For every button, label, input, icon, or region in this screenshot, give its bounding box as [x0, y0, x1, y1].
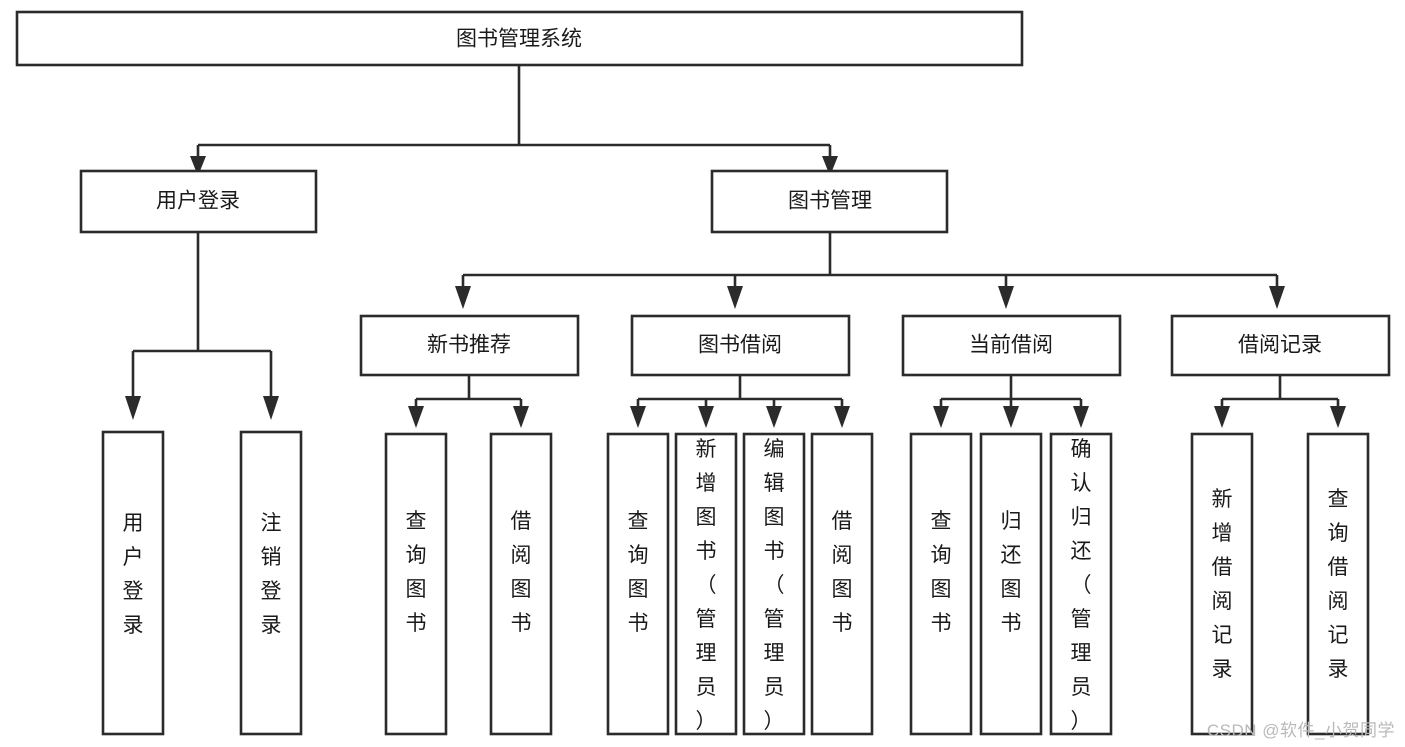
leaf-borrow-book-2-box[interactable] [810, 432, 874, 736]
leaf-query-book-3-box[interactable] [909, 432, 973, 736]
leaf-node[interactable]: 编辑图书（管理员） [742, 432, 806, 736]
node-root[interactable]: 图书管理系统 [15, 10, 1024, 67]
node-book-manage-box[interactable] [710, 169, 949, 234]
arrow-to-leaf-query-book-3 [933, 406, 949, 428]
arrow-to-book-borrow [727, 286, 743, 309]
connector-group-borrow-record-leaves [1214, 375, 1346, 428]
arrow-to-leaf-query-book-2 [630, 406, 646, 428]
arrow-to-new-book [455, 286, 471, 309]
leaf-node[interactable]: 借阅图书 [810, 432, 874, 736]
leaf-borrow-book-2-label: 借阅图书 [832, 510, 853, 635]
arrow-to-leaf-add-book [698, 406, 714, 428]
leaf-node[interactable]: 新增图书（管理员） [674, 432, 738, 736]
node-new-book-recommend-label: 新书推荐 [427, 334, 511, 357]
connector-group-root-to-level2 [190, 65, 838, 176]
connector-group-book-borrow-leaves [630, 375, 850, 428]
connector-user-login-bus [131, 232, 273, 398]
node-new-book-recommend-box[interactable] [359, 314, 580, 377]
connector-book-manage-bus [461, 232, 1279, 288]
leaf-node[interactable]: 归还图书 [979, 432, 1043, 736]
leaf-query-record-label: 查询借阅记录 [1328, 488, 1349, 681]
node-user-login-label: 用户登录 [156, 190, 240, 213]
leaf-query-record-box[interactable] [1306, 432, 1370, 736]
connector-borrow-record-bus [1220, 375, 1340, 408]
arrow-to-leaf-borrow-book-2 [834, 406, 850, 428]
leaf-node[interactable]: 查询图书 [606, 432, 670, 736]
leaf-add-book-label: 新增图书（管理员） [696, 438, 717, 733]
leaf-query-book-2-box[interactable] [606, 432, 670, 736]
leaf-query-book-3-label: 查询图书 [931, 510, 952, 635]
connector-root-bus [196, 65, 832, 158]
connector-current-borrow-bus [939, 375, 1083, 408]
leaf-edit-book-label: 编辑图书（管理员） [764, 438, 785, 733]
leaf-borrow-book-1-label: 借阅图书 [511, 510, 532, 635]
leaf-node[interactable]: 用户登录 [101, 430, 165, 736]
arrow-to-user-login [190, 156, 206, 176]
node-book-manage-label: 图书管理 [788, 190, 872, 213]
connector-group-level2-book-manage [455, 232, 1285, 309]
connector-book-borrow-bus [636, 375, 844, 408]
connector-new-book-bus [414, 375, 523, 408]
arrow-to-leaf-borrow-book-1 [513, 406, 529, 428]
leaf-query-book-1-box[interactable] [384, 432, 448, 736]
leaf-node[interactable]: 查询图书 [909, 432, 973, 736]
node-book-borrow[interactable]: 图书借阅 [630, 314, 851, 377]
node-current-borrow-box[interactable] [901, 314, 1122, 377]
node-current-borrow-label: 当前借阅 [969, 334, 1053, 357]
arrow-to-borrow-record [1269, 286, 1285, 309]
node-borrow-record-label: 借阅记录 [1238, 334, 1322, 357]
node-user-login-box[interactable] [79, 169, 318, 234]
node-borrow-record-box[interactable] [1170, 314, 1391, 377]
arrow-to-leaf-return-book [1003, 406, 1019, 428]
leaf-node[interactable]: 借阅图书 [489, 432, 553, 736]
connector-group-new-book-leaves [408, 375, 529, 428]
leaf-node[interactable]: 新增借阅记录 [1190, 432, 1254, 736]
leaf-node[interactable]: 确认归还（管理员） [1049, 432, 1113, 736]
leaf-query-book-2-label: 查询图书 [628, 510, 649, 635]
node-root-box[interactable] [15, 10, 1024, 67]
leaf-edit-book-box[interactable] [742, 432, 806, 736]
leaf-logout-box[interactable] [239, 430, 303, 736]
csdn-watermark: CSDN @软件_小贺同学 [1206, 721, 1395, 740]
leaf-borrow-book-1-box[interactable] [489, 432, 553, 736]
arrow-to-leaf-query-record [1330, 406, 1346, 428]
node-current-borrow[interactable]: 当前借阅 [901, 314, 1122, 377]
leaf-query-book-1-label: 查询图书 [406, 510, 427, 635]
connector-group-user-login-leaves [125, 232, 279, 420]
node-book-manage[interactable]: 图书管理 [710, 169, 949, 234]
arrow-to-leaf-confirm-return [1073, 406, 1089, 428]
leaf-confirm-return-label: 确认归还（管理员） [1071, 438, 1092, 733]
leaf-logout-label: 注销登录 [261, 512, 282, 637]
arrow-to-leaf-query-book-1 [408, 406, 424, 428]
arrow-to-leaf-edit-book [766, 406, 782, 428]
arrow-to-book-manage [822, 156, 838, 176]
leaf-user-login-label: 用户登录 [123, 512, 144, 637]
node-book-borrow-box[interactable] [630, 314, 851, 377]
node-root-label: 图书管理系统 [456, 28, 582, 51]
arrow-to-leaf-user-login [125, 396, 141, 420]
arrow-to-leaf-logout [263, 396, 279, 420]
connector-group-current-borrow-leaves [933, 375, 1089, 428]
leaf-add-record-label: 新增借阅记录 [1212, 488, 1233, 681]
leaf-node[interactable]: 查询借阅记录 [1306, 432, 1370, 736]
leaf-add-record-box[interactable] [1190, 432, 1254, 736]
leaf-node[interactable]: 查询图书 [384, 432, 448, 736]
leaf-user-login-box[interactable] [101, 430, 165, 736]
leaf-return-book-box[interactable] [979, 432, 1043, 736]
node-book-borrow-label: 图书借阅 [698, 334, 782, 357]
arrow-to-current-borrow [998, 286, 1014, 309]
leaf-add-book-box[interactable] [674, 432, 738, 736]
node-user-login[interactable]: 用户登录 [79, 169, 318, 234]
arrow-to-leaf-add-record [1214, 406, 1230, 428]
leaf-confirm-return-box[interactable] [1049, 432, 1113, 736]
leaf-node[interactable]: 注销登录 [239, 430, 303, 736]
leaf-return-book-label: 归还图书 [1001, 510, 1022, 635]
node-new-book-recommend[interactable]: 新书推荐 [359, 314, 580, 377]
node-borrow-record[interactable]: 借阅记录 [1170, 314, 1391, 377]
